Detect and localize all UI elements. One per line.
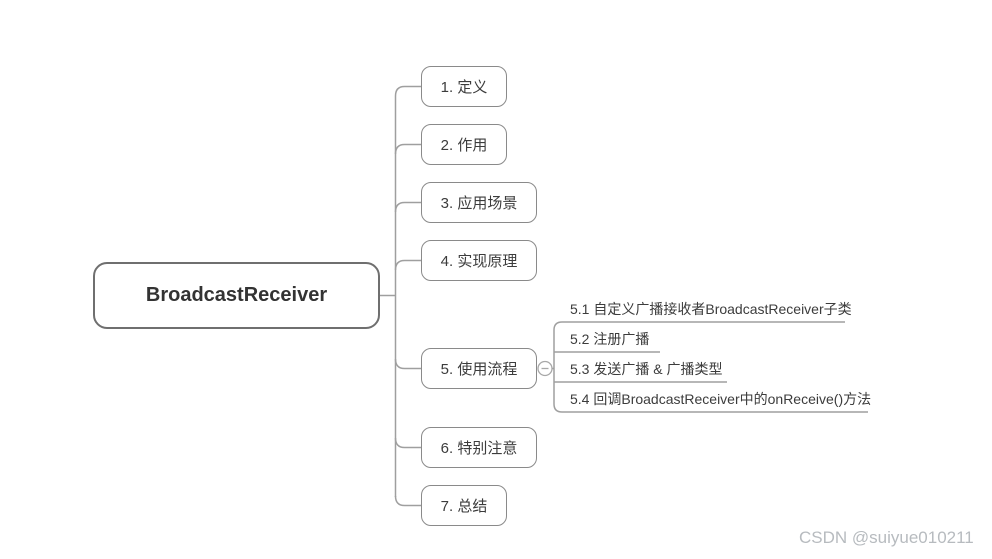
watermark: CSDN @suiyue010211: [799, 528, 974, 547]
subtopic-5-3[interactable]: 5.3 发送广播 & 广播类型: [570, 361, 723, 377]
root-node-broadcastreceiver[interactable]: BroadcastReceiver: [93, 262, 380, 329]
branch-node-summary[interactable]: 7. 总结: [421, 485, 507, 526]
branch-connector-4: [394, 259, 421, 271]
branch-node-special-notes[interactable]: 6. 特别注意: [421, 427, 537, 468]
branch-node-usage-flow[interactable]: 5. 使用流程: [421, 348, 537, 389]
branch-node-purpose[interactable]: 2. 作用: [421, 124, 507, 165]
branch-connector-1: [394, 85, 421, 97]
branch-node-implementation-principle[interactable]: 4. 实现原理: [421, 240, 537, 281]
branch-connector-6: [394, 437, 421, 449]
branch-connector-7: [394, 495, 421, 507]
subtopic-underline-1: [553, 321, 845, 331]
subtopic-5-2[interactable]: 5.2 注册广播: [570, 331, 650, 347]
branch-node-definition[interactable]: 1. 定义: [421, 66, 507, 107]
branch-node-use-cases[interactable]: 3. 应用场景: [421, 182, 537, 223]
collapse-toggle[interactable]: [537, 360, 553, 377]
subtopic-5-4[interactable]: 5.4 回调BroadcastReceiver中的onReceive()方法: [570, 391, 872, 407]
branch-connector-2: [394, 143, 421, 155]
subtopic-underline-4: [553, 403, 868, 413]
branch-connector-5: [394, 358, 421, 370]
subtopic-5-1[interactable]: 5.1 自定义广播接收者BroadcastReceiver子类: [570, 301, 852, 317]
branch-connector-3: [394, 201, 421, 213]
